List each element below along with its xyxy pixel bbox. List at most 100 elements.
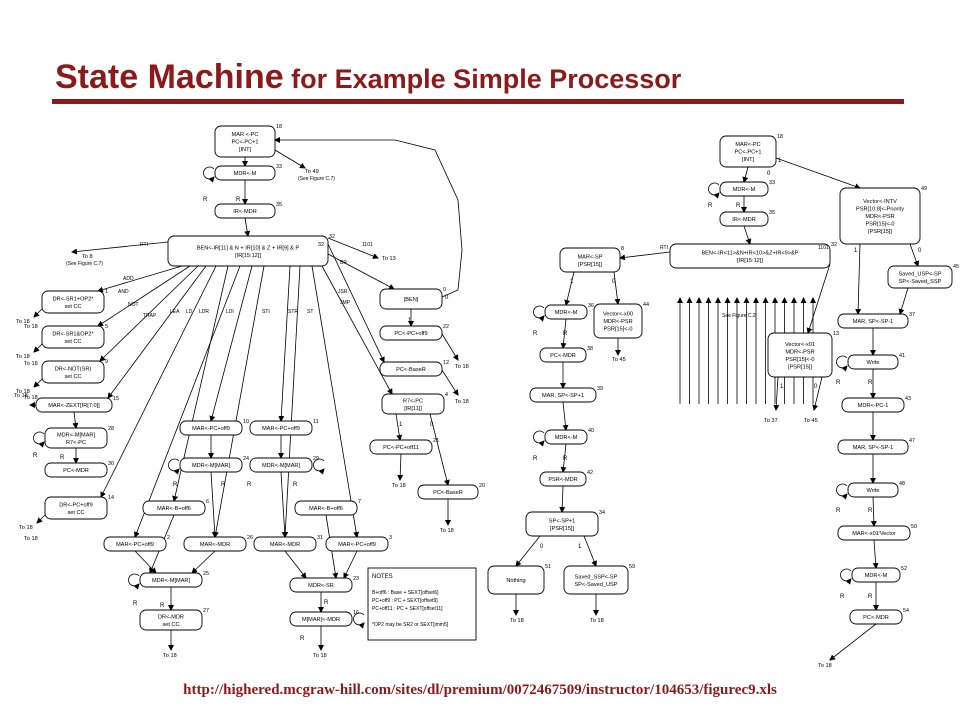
self-loop <box>840 568 852 585</box>
state-action-text: PC<-BaseR <box>433 490 463 496</box>
transition-arrow <box>515 535 541 567</box>
state-box <box>214 165 276 181</box>
state-action-text: MAR<-PC+off9 <box>192 426 230 432</box>
state-action-text: MAR, SP<-SP+1 <box>542 393 584 399</box>
state-action-text: PC<-PC+off11 <box>383 445 419 451</box>
exit-label: To 18 <box>313 653 327 659</box>
diagram-label: R <box>708 203 713 209</box>
exit-label: To 18 <box>590 618 604 624</box>
opcode-label: LDI <box>226 309 234 315</box>
exit-label: To 18 <box>163 653 177 659</box>
opcode-label: AND <box>118 289 129 295</box>
opcode-label: JSR <box>338 289 348 295</box>
transition-arrow <box>274 149 306 169</box>
transition-arrow <box>36 514 46 524</box>
state-number: 9 <box>105 359 108 365</box>
left-state-29: MDR<-M[MAR]29 <box>249 456 319 473</box>
diagram-label: R <box>173 482 178 488</box>
transition-arrow <box>560 318 567 349</box>
diagram-label: R <box>221 482 226 488</box>
state-action-text: MDR<-M <box>555 310 578 316</box>
state-number: 54 <box>903 608 909 614</box>
transition-arrow <box>429 413 450 486</box>
transition-arrow <box>806 263 831 334</box>
transition-arrow <box>100 265 217 498</box>
state-action-text: Nothing <box>506 578 525 584</box>
state-number: 44 <box>643 302 649 308</box>
state-number: 7 <box>358 499 361 505</box>
state-box <box>847 354 899 370</box>
diagram-label: R <box>868 380 873 386</box>
state-number: 0 <box>443 287 446 293</box>
state-number: 21 <box>433 438 439 444</box>
left-state-1: DR<-SR1+OP2*set CC1 <box>41 289 108 314</box>
state-box <box>837 525 911 541</box>
state-box <box>35 397 113 413</box>
diagram-label: 0 <box>540 544 544 550</box>
state-box <box>44 427 108 449</box>
state-box <box>719 135 777 168</box>
right-state-33: MDR<-M33 <box>719 180 775 197</box>
transition-arrow <box>134 265 241 538</box>
state-action-text: MAR<-B+off6 <box>309 506 343 512</box>
state-action-text: SP<-Saved_USP <box>574 582 617 588</box>
transition-arrow <box>872 539 879 569</box>
state-number: 48 <box>899 481 905 487</box>
state-box <box>289 611 353 627</box>
state-action-text: [INT] <box>742 157 755 163</box>
state-box <box>294 500 358 516</box>
self-loop <box>33 431 45 448</box>
state-number: 36 <box>588 303 594 309</box>
state-box <box>179 457 243 473</box>
self-loop <box>168 458 180 475</box>
left-state-33: MDR<-M33 <box>214 164 282 181</box>
state-number: 32 <box>318 242 324 248</box>
transition-arrow <box>898 287 909 315</box>
state-box <box>525 511 599 537</box>
diagram-label: R <box>203 197 208 203</box>
state-number: 40 <box>588 428 594 434</box>
diagram-label: R <box>868 594 873 600</box>
slide-title: State Machine for Example Simple Process… <box>55 58 681 97</box>
state-box <box>183 536 247 552</box>
state-number: 42 <box>587 470 593 476</box>
state-box <box>179 420 243 436</box>
transition-arrow <box>397 453 404 481</box>
transition-arrow <box>71 241 169 255</box>
state-box <box>839 187 921 245</box>
opcode-label: LDR <box>199 309 209 315</box>
state-box <box>142 500 206 516</box>
state-box <box>849 609 903 625</box>
exit-label: (See Figure C.7) <box>66 261 103 267</box>
left-state-32: BEN<-IR[11] & N + IR[10] & Z + IR[9] & P… <box>167 234 335 267</box>
state-action-text: DR<-PC+off9 <box>59 502 92 508</box>
state-box <box>563 565 629 595</box>
diagram-label: 1 <box>778 158 782 164</box>
state-box <box>214 125 276 158</box>
opcode-label: LD <box>186 309 193 315</box>
state-action-text: Saved_SSP<-SP <box>575 574 618 580</box>
state-action-text: PC<-MDR <box>863 615 889 621</box>
state-box <box>539 347 587 363</box>
transition-arrow <box>564 271 575 306</box>
right-state-43: MDR<-PC-143 <box>841 396 911 413</box>
transition-arrow <box>742 166 749 183</box>
state-number: 49 <box>921 186 927 192</box>
state-action-text: R7<-PC <box>403 398 423 404</box>
exit-label: To 49 <box>305 169 319 175</box>
exit-label: To 18 <box>510 618 524 624</box>
exit-label: To 18 <box>24 324 38 330</box>
opcode-label: ADD <box>123 276 134 282</box>
state-box <box>379 325 443 341</box>
state-action-text: IR<-MDR <box>732 217 755 223</box>
diagram-label: 0 <box>814 384 818 390</box>
state-action-text: [PSR[15]] <box>788 364 812 370</box>
